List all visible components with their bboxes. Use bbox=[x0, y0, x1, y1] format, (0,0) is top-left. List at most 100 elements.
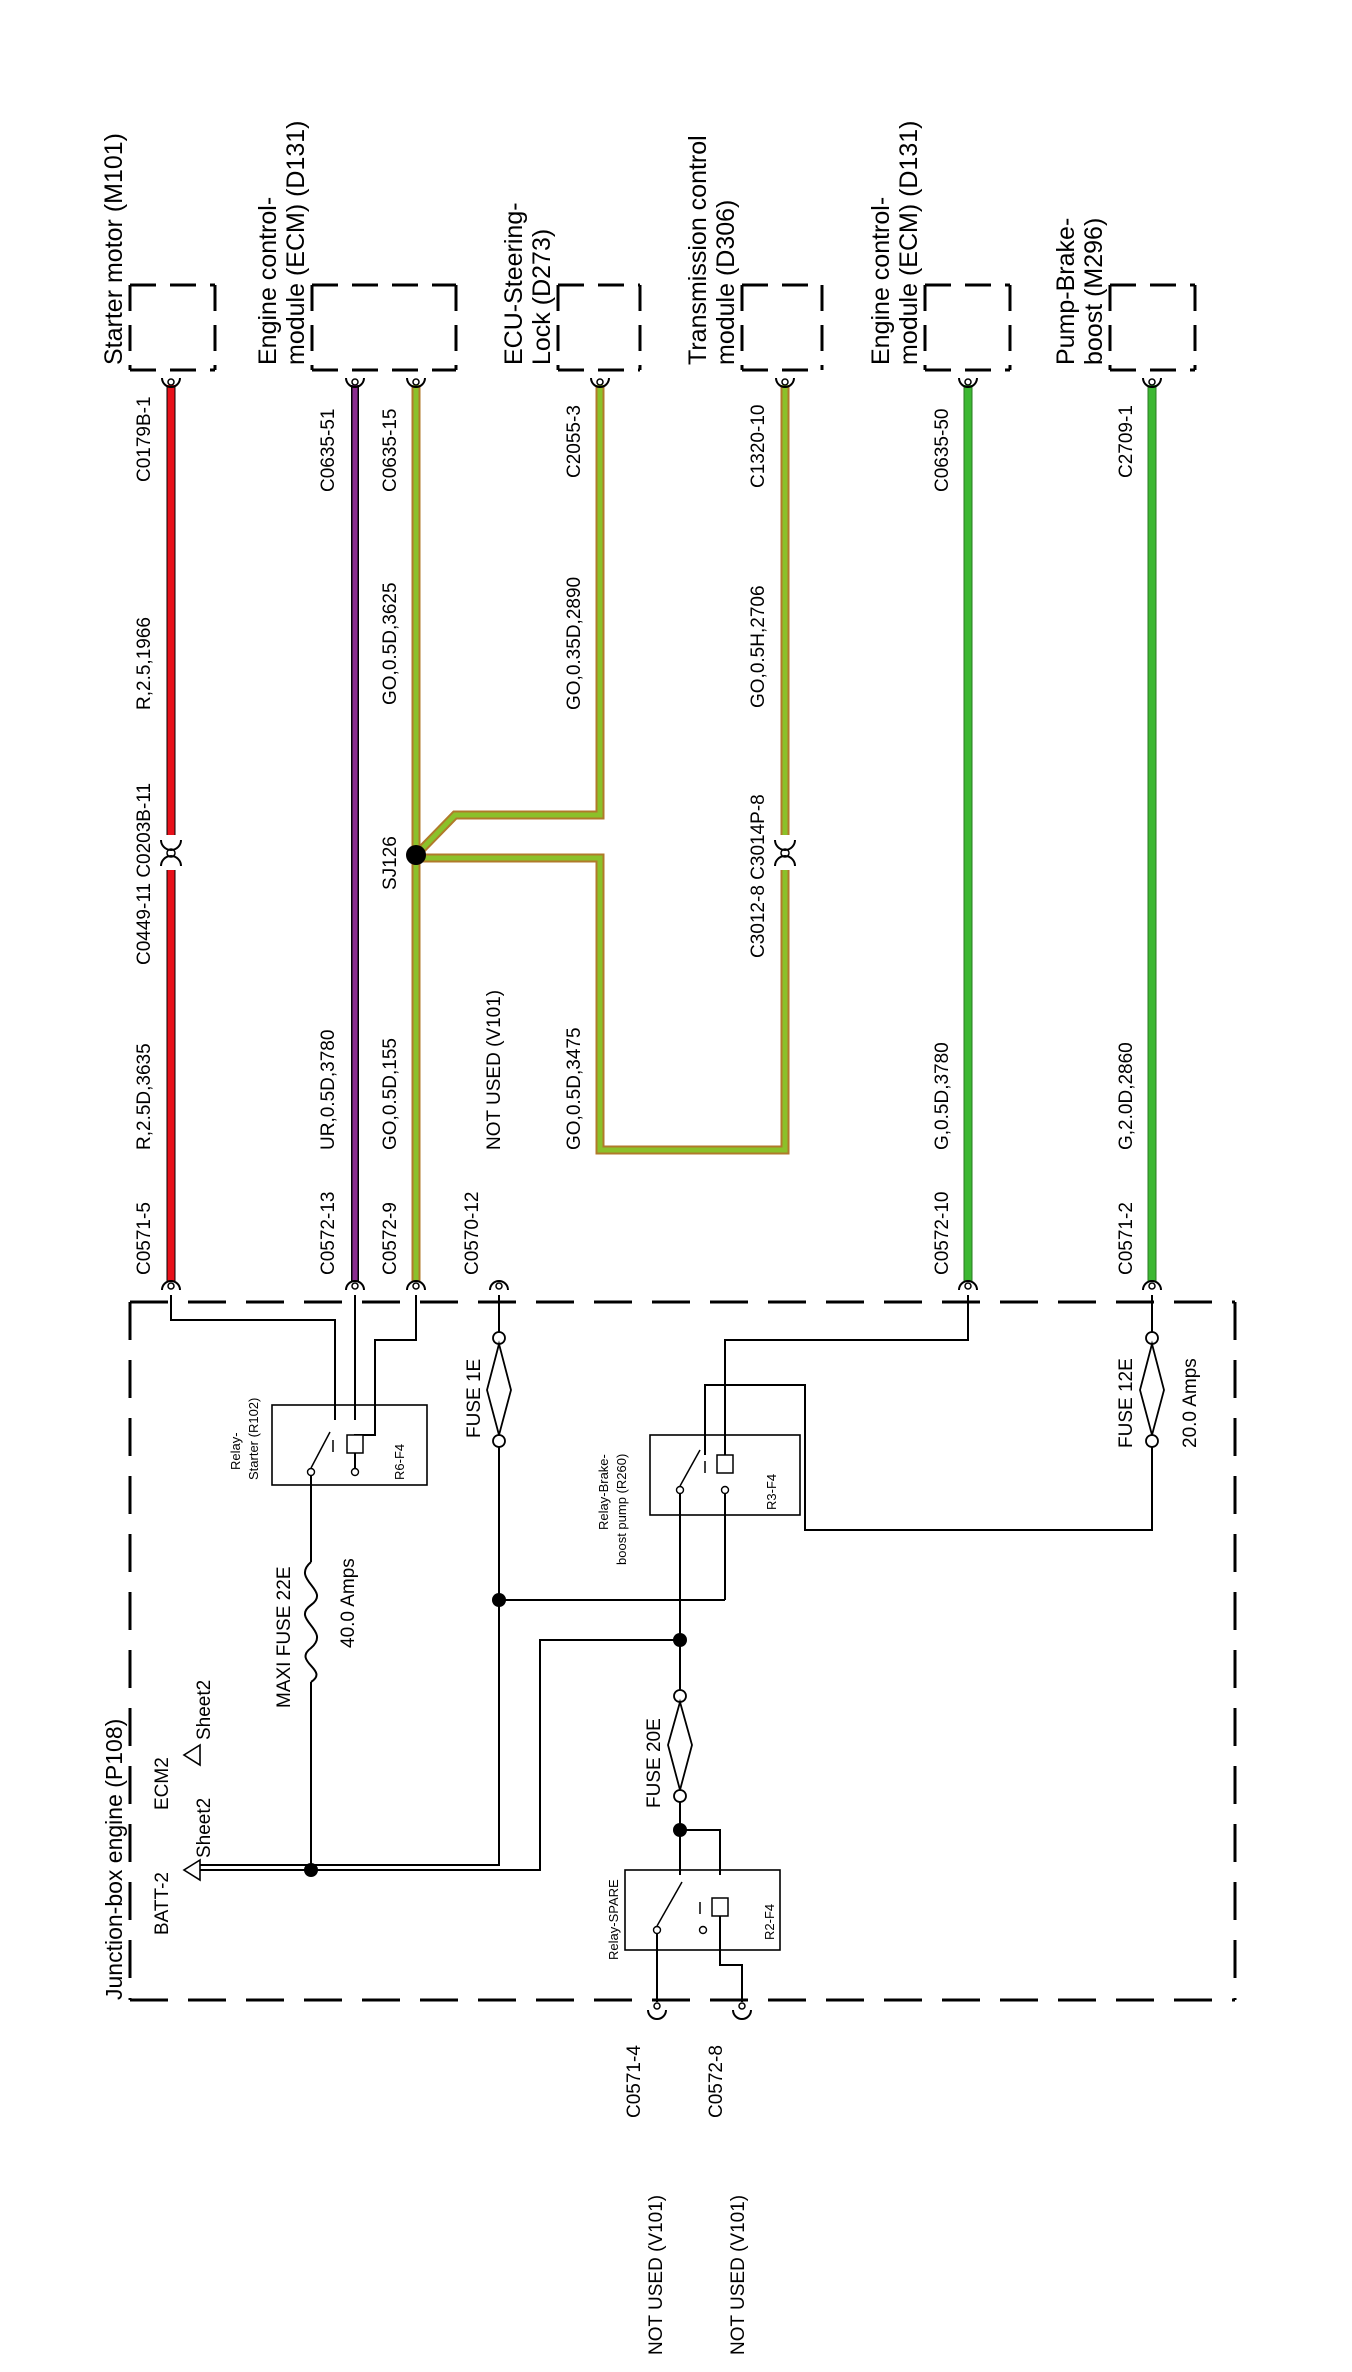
label-ecm-1-line1: Engine control- bbox=[254, 197, 282, 365]
maxi-fuse-label: MAXI FUSE 22E bbox=[274, 1567, 295, 1709]
connector-outside-2 bbox=[732, 2002, 752, 2020]
label-pump-line1: Pump-Brake- bbox=[1052, 218, 1080, 365]
wire-go-05d-155: GO,0.5D,155 bbox=[380, 1038, 401, 1150]
relay-starter-ref: R6-F4 bbox=[392, 1444, 407, 1480]
wire-go-05d-3625: GO,0.5D,3625 bbox=[380, 582, 401, 705]
amps-40-label: 40.0 Amps bbox=[338, 1558, 359, 1648]
conn-c0572-13: C0572-13 bbox=[318, 1192, 339, 1275]
junction-box-border bbox=[128, 1300, 1237, 2002]
label-ecm-1-line2: module (ECM) (D131) bbox=[282, 120, 310, 365]
component-boxes bbox=[128, 283, 1197, 372]
connector-top-7 bbox=[1142, 377, 1162, 388]
conn-c0571-5: C0571-5 bbox=[134, 1202, 155, 1275]
fuse-1e bbox=[200, 1295, 725, 1866]
relay-starter bbox=[170, 1295, 428, 1562]
connector-symbols bbox=[160, 377, 1162, 2020]
not-used-label-2: NOT USED (V101) bbox=[728, 2195, 749, 2355]
bottom-connector-labels: C0571-5 C0572-13 C0572-9 C0570-12 C0572-… bbox=[134, 1192, 1137, 1275]
wire-go-035d-2890: GO,0.35D,2890 bbox=[564, 577, 585, 710]
conn-c3012-8-c3014p-8: C3012-8 C3014P-8 bbox=[748, 794, 769, 958]
conn-c0572-10: C0572-10 bbox=[932, 1192, 953, 1275]
fuse-1e-label: FUSE 1E bbox=[464, 1359, 485, 1438]
conn-sj126: SJ126 bbox=[380, 836, 401, 890]
conn-c2055-3: C2055-3 bbox=[564, 405, 585, 478]
connector-bottom-2 bbox=[345, 1280, 365, 1291]
connector-outside-1 bbox=[647, 2002, 667, 2020]
relay-spare-ref: R2-F4 bbox=[762, 1904, 777, 1940]
relay-brake-label-1: Relay-Brake- bbox=[596, 1454, 611, 1530]
outside-labels: C0571-4 C0572-8 NOT USED (V101) NOT USED… bbox=[624, 2045, 749, 2355]
conn-c0572-9: C0572-9 bbox=[380, 1202, 401, 1275]
label-ecm-2-line1: Engine control- bbox=[867, 197, 895, 365]
wire-go-05h-2706: GO,0.5H,2706 bbox=[748, 585, 769, 708]
wire-not-used-v101: NOT USED (V101) bbox=[484, 990, 505, 1150]
wire-green bbox=[963, 385, 1157, 1282]
not-used-label-1: NOT USED (V101) bbox=[646, 2195, 667, 2355]
label-steering-lock-line1: ECU-Steering- bbox=[500, 202, 528, 365]
batt-2-label: BATT-2 bbox=[152, 1872, 173, 1935]
conn-c0635-51: C0635-51 bbox=[318, 409, 339, 492]
relay-brake-boost bbox=[200, 1295, 1153, 1871]
wire-green-yellow bbox=[411, 385, 790, 1282]
relay-brake-label-2: boost pump (R260) bbox=[614, 1454, 629, 1565]
sheet2-label-a: Sheet2 bbox=[194, 1680, 215, 1740]
wire-r-25d-3635: R,2.5D,3635 bbox=[134, 1043, 155, 1150]
label-ecm-2-line2: module (ECM) (D131) bbox=[895, 120, 923, 365]
conn-c0635-15: C0635-15 bbox=[380, 409, 401, 492]
relay-spare bbox=[624, 1830, 781, 2002]
internal-labels: Junction-box engine (P108) Relay- Starte… bbox=[101, 1358, 1201, 2000]
fuse-20e bbox=[667, 1640, 721, 1875]
maxi-fuse-22e bbox=[303, 1561, 319, 1870]
pump-box bbox=[1108, 283, 1197, 372]
ecm-1-box bbox=[310, 283, 458, 372]
connector-bottom-5 bbox=[958, 1280, 978, 1291]
fuse-12e bbox=[1139, 1295, 1165, 1448]
connector-bottom-6 bbox=[1142, 1280, 1162, 1291]
label-tcm-line1: Transmission control bbox=[684, 135, 712, 365]
sheet2-label-b: Sheet2 bbox=[194, 1798, 215, 1858]
splice-sj126 bbox=[406, 845, 426, 865]
conn-c0571-4: C0571-4 bbox=[624, 2045, 645, 2118]
connector-bottom-4 bbox=[489, 1280, 509, 1291]
wire-go-05d-3475: GO,0.5D,3475 bbox=[564, 1027, 585, 1150]
connector-bottom-3 bbox=[406, 1280, 426, 1291]
wire-spec-labels-lower: R,2.5D,3635 UR,0.5D,3780 GO,0.5D,155 NOT… bbox=[134, 990, 1137, 1150]
wire-ur-05d-3780: UR,0.5D,3780 bbox=[318, 1030, 339, 1150]
conn-c0571-2: C0571-2 bbox=[1116, 1202, 1137, 1275]
conn-c1320-10: C1320-10 bbox=[748, 405, 769, 488]
connector-top-2 bbox=[345, 377, 365, 388]
conn-c0635-50: C0635-50 bbox=[932, 409, 953, 492]
relay-starter-label-2: Starter (R102) bbox=[246, 1398, 261, 1480]
ecm-2-box bbox=[923, 283, 1012, 372]
label-pump-line2: boost (M296) bbox=[1080, 218, 1108, 365]
conn-c0449-11-c0203b-11: C0449-11 C0203B-11 bbox=[134, 783, 155, 965]
conn-c2709-1: C2709-1 bbox=[1116, 405, 1137, 478]
connector-top-4 bbox=[590, 377, 610, 388]
wire-spec-labels-upper: R,2.5,1966 GO,0.5D,3625 GO,0.35D,2890 GO… bbox=[134, 577, 769, 710]
wire-g-20d-2860: G,2.0D,2860 bbox=[1116, 1042, 1137, 1150]
top-connector-labels: C0179B-1 C0635-51 C0635-15 C2055-3 C1320… bbox=[134, 396, 1137, 492]
tcm-box bbox=[740, 283, 824, 372]
label-tcm-line2: module (D306) bbox=[712, 200, 740, 365]
connector-inline-tcm bbox=[774, 839, 796, 867]
relay-spare-label: Relay-SPARE bbox=[606, 1879, 621, 1960]
offsheet-arrows bbox=[182, 1743, 318, 1882]
wire-g-05d-3780: G,0.5D,3780 bbox=[932, 1042, 953, 1150]
amps-20-label: 20.0 Amps bbox=[1180, 1358, 1201, 1448]
connector-top-3 bbox=[406, 377, 426, 388]
label-steering-lock-line2: Lock (D273) bbox=[528, 229, 556, 365]
mid-connector-labels: C0449-11 C0203B-11 SJ126 C3012-8 C3014P-… bbox=[134, 783, 769, 965]
junction-box-title: Junction-box engine (P108) bbox=[101, 1719, 127, 2000]
ecm2-label: ECM2 bbox=[152, 1757, 173, 1810]
wire-r-2-5-1966: R,2.5,1966 bbox=[134, 617, 155, 710]
connector-bottom-1 bbox=[161, 1280, 181, 1291]
component-labels: Starter motor (M101) Engine control- mod… bbox=[100, 120, 1108, 365]
relay-brake-ref: R3-F4 bbox=[764, 1474, 779, 1510]
connector-top-6 bbox=[958, 377, 978, 388]
fuse-20e-label: FUSE 20E bbox=[644, 1718, 665, 1808]
connector-top-5 bbox=[775, 377, 795, 388]
starter-motor-box bbox=[128, 283, 217, 372]
internal-circuitry bbox=[170, 1295, 1165, 2002]
connector-top-1 bbox=[161, 377, 181, 388]
